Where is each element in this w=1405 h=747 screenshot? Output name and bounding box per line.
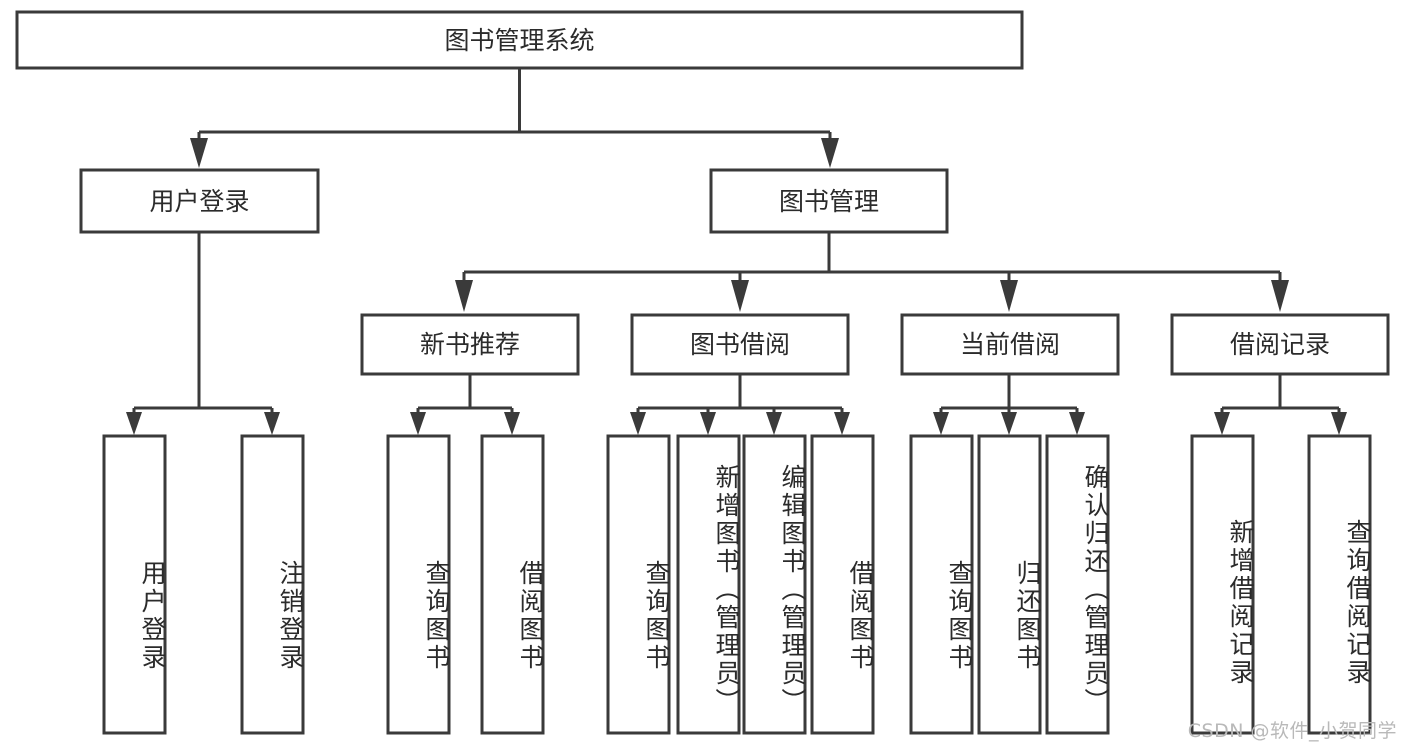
leaf-box-query-book-current[interactable]	[909, 434, 974, 735]
leaf-box-confirm-return-admin[interactable]	[1045, 434, 1110, 735]
connector-currentborrow-to-leaves	[933, 374, 1085, 435]
leaf-box-query-borrow-record[interactable]	[1307, 434, 1372, 735]
node-box-borrow-record[interactable]	[1170, 313, 1390, 376]
node-box-new-book-recommend[interactable]	[360, 313, 580, 376]
connector-bookborrow-to-leaves	[630, 374, 850, 435]
node-box-book-management[interactable]	[709, 168, 949, 234]
connector-borrowrecord-to-leaves	[1214, 374, 1347, 435]
leaf-box-borrow-book[interactable]	[810, 434, 875, 735]
leaf-box-user-login[interactable]	[102, 434, 167, 735]
node-box-root[interactable]	[15, 10, 1024, 70]
leaf-box-return-book[interactable]	[977, 434, 1042, 735]
node-box-book-borrow[interactable]	[630, 313, 850, 376]
connector-root-to-level2	[190, 68, 839, 168]
leaf-box-add-book-admin[interactable]	[676, 434, 741, 735]
node-box-current-borrow[interactable]	[900, 313, 1120, 376]
leaf-box-add-borrow-record[interactable]	[1190, 434, 1255, 735]
leaf-box-edit-book-admin[interactable]	[742, 434, 807, 735]
leaf-box-logout-login[interactable]	[240, 434, 305, 735]
connector-bookmgmt-to-level3	[455, 232, 1289, 312]
node-box-user-login[interactable]	[79, 168, 320, 234]
connector-userlogin-to-leaves	[126, 232, 280, 435]
leaf-box-borrow-book-recommend[interactable]	[480, 434, 545, 735]
connector-newbook-to-leaves	[410, 374, 520, 435]
csdn-watermark: CSDN @软件_小贺同学	[1187, 720, 1397, 742]
leaf-box-query-book-recommend[interactable]	[386, 434, 451, 735]
leaf-box-query-book-borrow[interactable]	[606, 434, 671, 735]
